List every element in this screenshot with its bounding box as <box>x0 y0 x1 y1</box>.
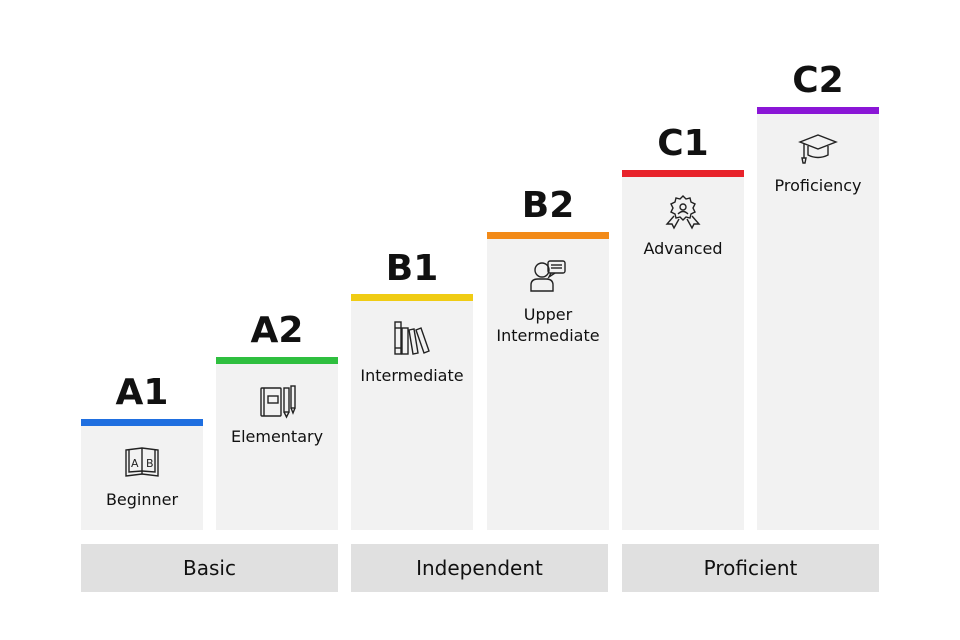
level-column <box>487 239 609 530</box>
group-label: Independent <box>416 556 543 580</box>
level-code: B2 <box>521 185 575 226</box>
level-column <box>757 114 879 530</box>
level-name: Elementary <box>230 427 324 446</box>
svg-text:A: A <box>131 457 139 470</box>
notebook-pencil-icon <box>257 380 297 420</box>
group-label: Basic <box>183 556 236 580</box>
level-code: A2 <box>250 310 304 351</box>
level-code: C2 <box>792 60 844 101</box>
books-icon <box>392 318 432 358</box>
award-badge-icon <box>663 192 703 232</box>
level-code: B1 <box>385 248 439 289</box>
level-code: C1 <box>657 123 709 164</box>
level-name: Beginner <box>105 490 179 509</box>
level-color-bar <box>487 232 609 239</box>
level-color-bar <box>622 170 744 177</box>
level-name: Upper Intermediate <box>487 304 609 346</box>
level-color-bar <box>351 294 473 301</box>
level-name: Proficiency <box>774 176 862 195</box>
group-independent: Independent <box>351 544 608 592</box>
level-column <box>81 426 203 530</box>
level-name-line: Upper <box>523 305 573 324</box>
speaker-bubble-icon <box>528 255 568 295</box>
open-book-icon: A B <box>122 442 162 482</box>
group-label: Proficient <box>703 556 798 580</box>
level-name-line: Intermediate <box>496 326 600 345</box>
level-color-bar <box>757 107 879 114</box>
level-column <box>216 364 338 530</box>
group-proficient: Proficient <box>622 544 879 592</box>
svg-text:B: B <box>146 457 154 470</box>
level-name: Advanced <box>643 239 723 258</box>
group-basic: Basic <box>81 544 338 592</box>
graduation-cap-icon <box>798 128 838 168</box>
level-column <box>351 301 473 530</box>
level-code: A1 <box>115 372 169 413</box>
level-column <box>622 177 744 530</box>
level-color-bar <box>216 357 338 364</box>
level-name: Intermediate <box>360 366 464 385</box>
level-color-bar <box>81 419 203 426</box>
